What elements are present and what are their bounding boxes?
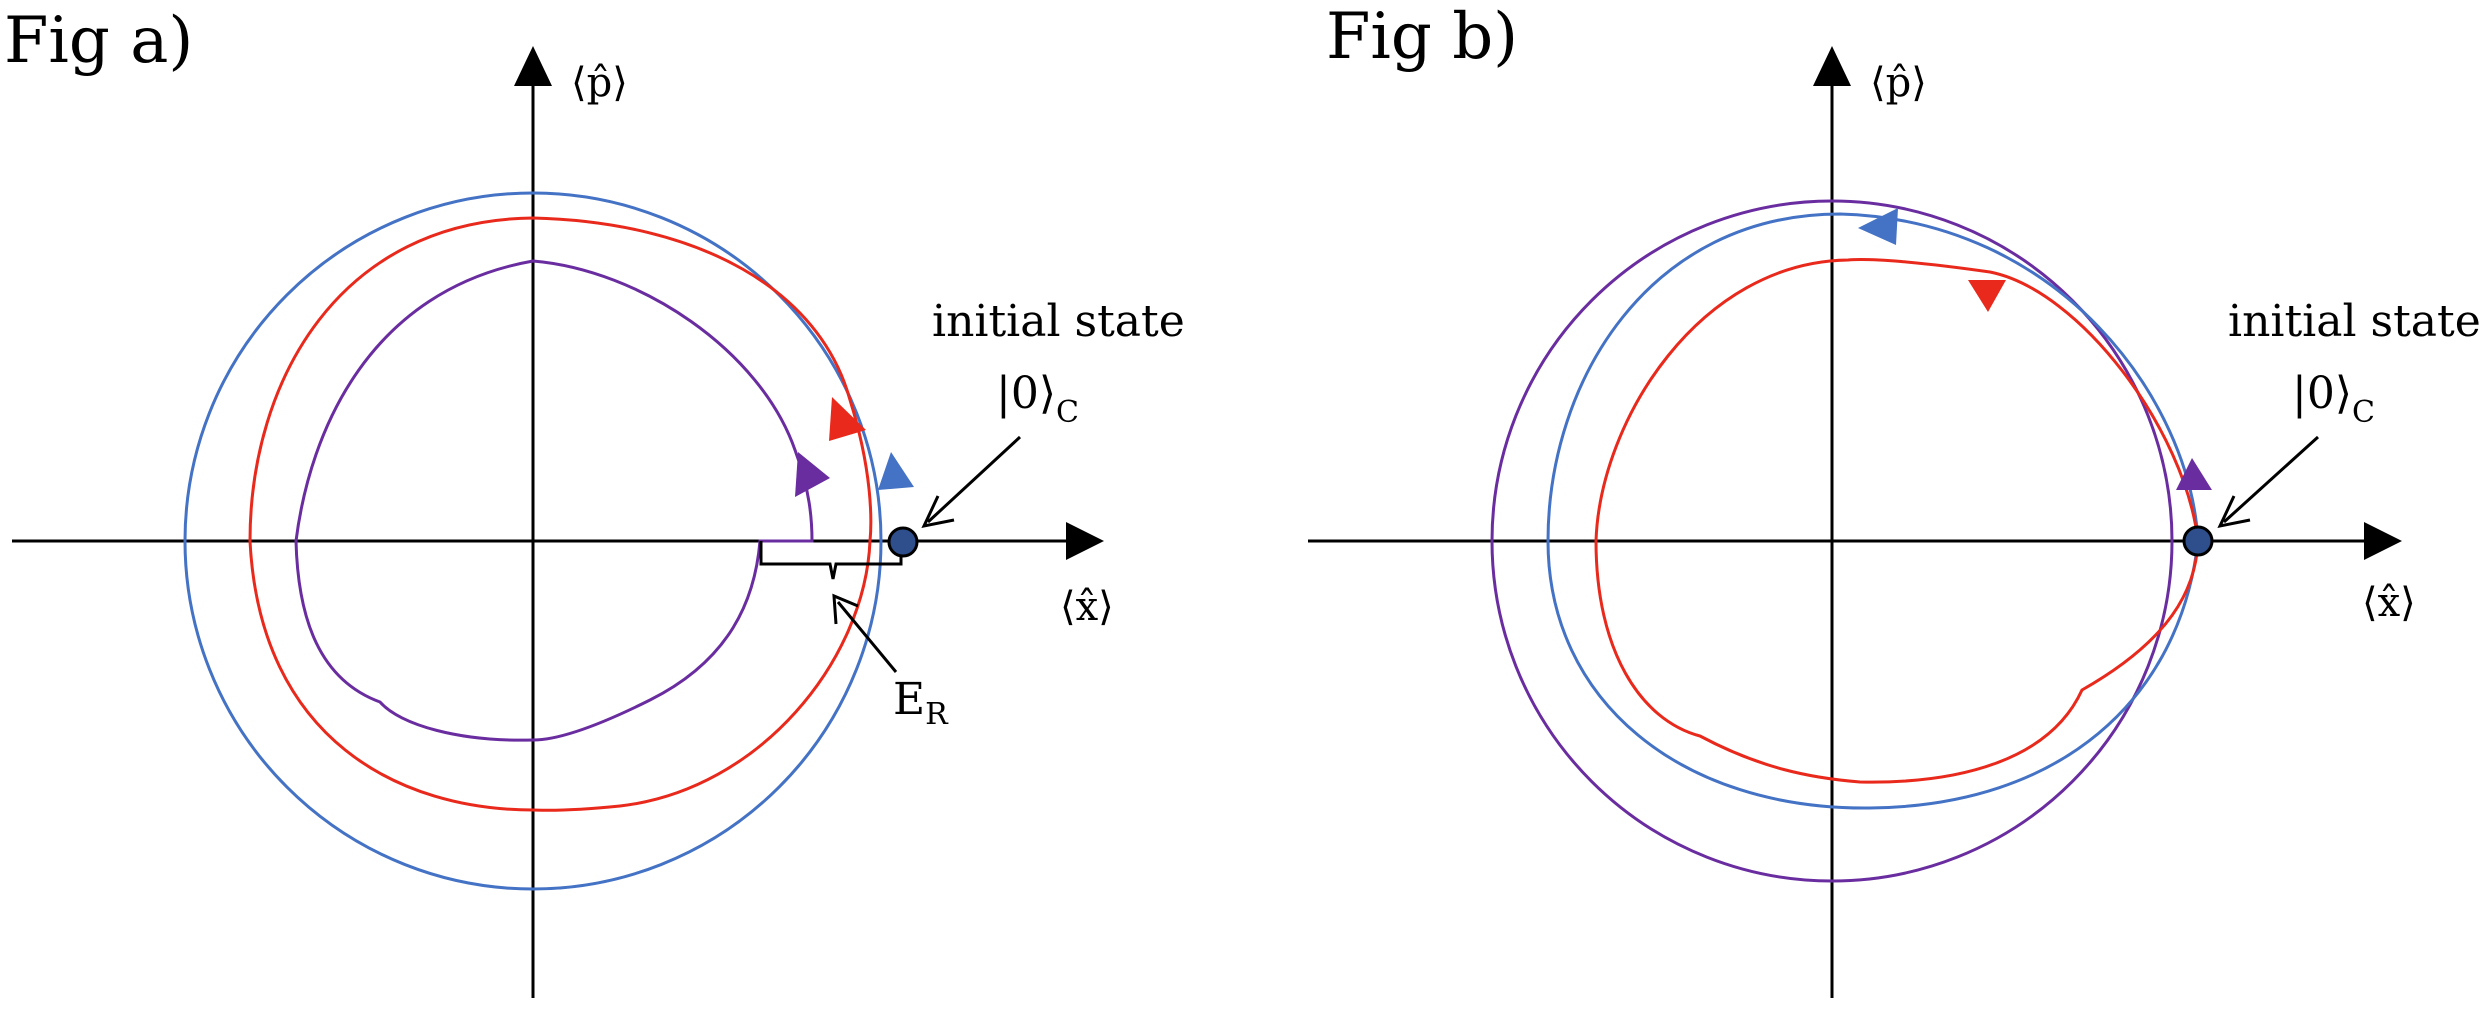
panel-b-x-axis-label: ⟨x̂⟩	[2362, 580, 2416, 626]
panel-b-x-axis-arrow-icon	[2364, 522, 2402, 560]
panel-a-middle-orbit	[248, 216, 873, 812]
panel-a-title: Fig a)	[4, 4, 193, 78]
panel-b-purple-direction-arrow-icon	[2176, 458, 2212, 490]
panel-a-initial-state-dot	[887, 526, 919, 558]
panel-b-outer-circle	[1490, 199, 2174, 883]
panel-a-state-pointer	[926, 435, 1022, 524]
panel-a-initial-state-label: initial state	[932, 296, 1185, 347]
panel-b-red-direction-arrow-icon	[1968, 280, 2006, 312]
panel-b-middle-orbit	[1546, 212, 2200, 810]
panel-b-blue-direction-arrow-icon	[1858, 208, 1898, 245]
panel-b-y-axis-label: ⟨p̂⟩	[1870, 60, 1927, 106]
panel-a-purple-direction-arrow-icon	[795, 452, 830, 497]
panel-a-red-direction-arrow-icon	[829, 397, 866, 441]
panel-b-ket-label: |0⟩C	[2292, 368, 2375, 430]
panel-a-inner-orbit	[294, 259, 814, 742]
panel-a-energy-pointer	[836, 601, 898, 673]
panel-a-blue-direction-arrow-icon	[878, 452, 914, 490]
panel-b-initial-state-label: initial state	[2228, 296, 2481, 347]
panel-a-ket-label: |0⟩C	[996, 368, 1079, 430]
panel-b-initial-state-dot	[2182, 525, 2214, 557]
panel-b: Fig b) ⟨p̂⟩ ⟨x̂⟩ initial state |0⟩C	[1308, 0, 2481, 998]
panel-a-x-axis-arrow-icon	[1066, 522, 1104, 560]
panel-a-y-axis-arrow-icon	[514, 46, 552, 86]
panel-a-energy-brace	[759, 541, 903, 580]
panel-a-energy-label: ER	[893, 674, 949, 732]
panel-b-state-pointer	[2222, 435, 2320, 524]
panel-a-outer-circle	[183, 191, 883, 891]
panel-a-state-pointer-head-icon	[921, 495, 955, 529]
panel-b-y-axis-arrow-icon	[1813, 46, 1851, 86]
panel-a-x-axis-label: ⟨x̂⟩	[1060, 584, 1114, 630]
panel-a-energy-pointer-head-icon	[832, 593, 859, 625]
panel-b-state-pointer-head-icon	[2217, 495, 2251, 529]
panel-a: Fig a) ⟨p̂⟩ ⟨x̂⟩ ER initial state |0⟩C	[4, 4, 1185, 998]
panel-b-title: Fig b)	[1326, 0, 1518, 74]
panel-b-inner-orbit	[1594, 258, 2200, 784]
panel-a-y-axis-label: ⟨p̂⟩	[571, 60, 628, 106]
